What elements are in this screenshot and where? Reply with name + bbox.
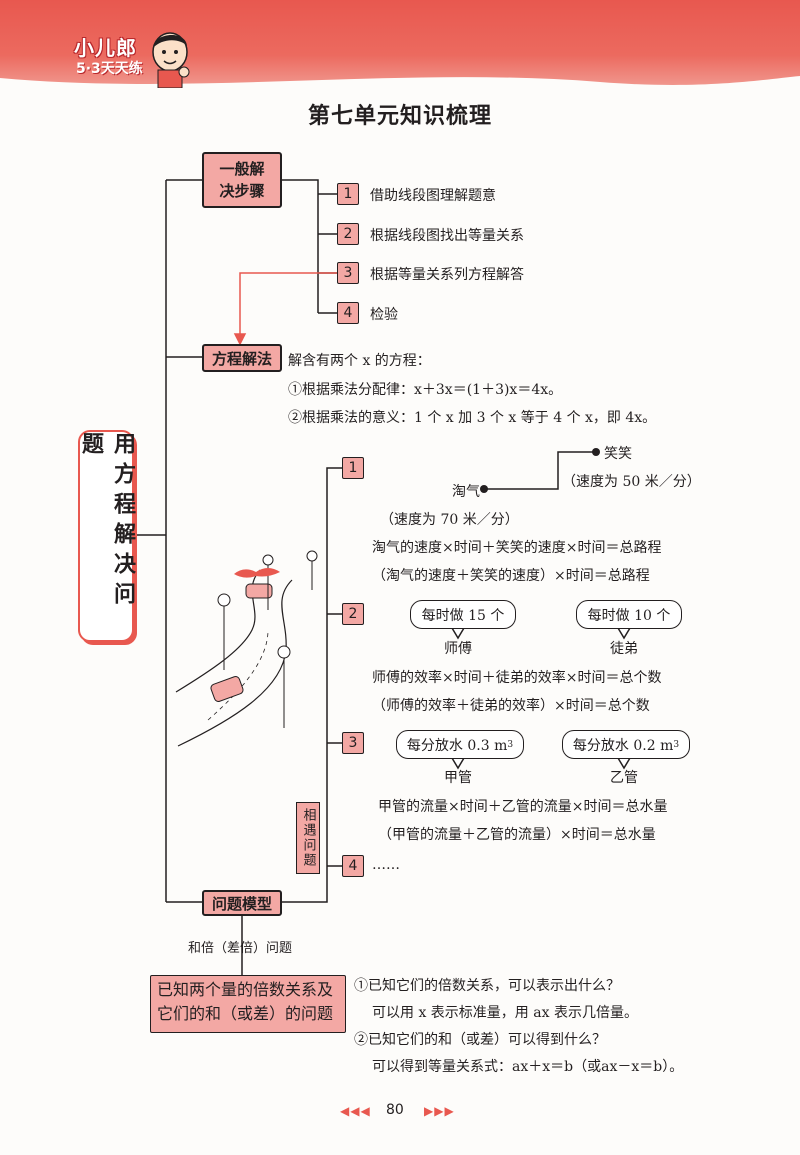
banner-wave	[0, 76, 800, 98]
bubble-master-text: 每时做 15 个	[421, 607, 505, 624]
model-num-2: 2	[342, 603, 364, 625]
model-num-1: 1	[342, 457, 364, 479]
speed-taoqi: （速度为 70 米／分）	[380, 512, 519, 528]
times-problem-label: 和倍（差倍）问题	[188, 941, 293, 956]
method-intro: 解含有两个 x 的方程：	[288, 353, 431, 369]
bubble-pipe-a-text: 每分放水 0.3 m	[406, 737, 508, 754]
models-label: 问题模型	[202, 890, 282, 916]
model-2-eq-2: （师傅的效率＋徒弟的效率）×时间＝总个数	[372, 698, 650, 714]
label-apprentice: 徒弟	[610, 641, 638, 657]
steps-label: 一般解决步骤	[202, 152, 282, 208]
brand-subtitle: 5·3天天练	[76, 61, 143, 77]
model-num-3: 3	[342, 732, 364, 754]
step-text-1: 借助线段图理解题意	[370, 188, 496, 204]
root-topic: 用方程解决问题	[78, 430, 135, 642]
bubble-pipe-b-text: 每分放水 0.2 m	[572, 737, 674, 754]
model-2-eq-1: 师傅的效率×时间＋徒弟的效率×时间＝总个数	[372, 670, 662, 686]
model-num-4: 4	[342, 855, 364, 877]
bubble-apprentice-text: 每时做 10 个	[587, 607, 671, 624]
question-1: ①已知它们的倍数关系，可以表示出什么？	[354, 978, 620, 994]
step-num-1: 1	[337, 183, 359, 205]
unit-exponent-b: 3	[673, 739, 680, 750]
answer-2: 可以得到等量关系式：ax＋x＝b（或ax－x＝b）。	[372, 1059, 684, 1075]
unit-exponent-a: 3	[507, 739, 514, 750]
step-num-2: 2	[337, 223, 359, 245]
method-label: 方程解法	[202, 344, 282, 372]
step-text-4: 检验	[370, 307, 398, 323]
page-number: 80	[386, 1102, 404, 1118]
brand-logo: 小儿郎	[74, 36, 137, 60]
question-2: ②已知它们的和（或差）可以得到什么？	[354, 1032, 606, 1048]
bubble-apprentice-rate: 每时做 10 个	[576, 600, 682, 629]
step-text-2: 根据线段图找出等量关系	[370, 228, 524, 244]
model-3-eq-1: 甲管的流量×时间＋乙管的流量×时间＝总水量	[378, 799, 668, 815]
model-3-eq-2: （甲管的流量＋乙管的流量）×时间＝总水量	[378, 827, 656, 843]
step-text-3: 根据等量关系列方程解答	[370, 267, 524, 283]
method-line-1: ①根据乘法分配律：x＋3x＝(1＋3)x＝4x。	[288, 382, 563, 398]
dot-taoqi	[480, 485, 488, 493]
model-1-eq-2: （淘气的速度＋笑笑的速度）×时间＝总路程	[372, 568, 650, 584]
page-next-arrows-icon: ▶▶▶	[424, 1104, 455, 1118]
times-problem-box: 已知两个量的倍数关系及它们的和（或差）的问题	[150, 975, 346, 1033]
model-4-ellipsis: ……	[372, 857, 400, 873]
bubble-master-rate: 每时做 15 个	[410, 600, 516, 629]
method-line-2: ②根据乘法的意义：1 个 x 加 3 个 x 等于 4 个 x，即 4x。	[288, 410, 657, 426]
meeting-problems-label: 相遇问题	[296, 802, 320, 874]
label-master: 师傅	[444, 641, 472, 657]
page-prev-arrows-icon: ◀◀◀	[340, 1104, 371, 1118]
header-banner	[0, 0, 800, 92]
mascot-boy-icon	[152, 32, 190, 88]
name-taoqi: 淘气	[452, 484, 480, 500]
road-illustration	[175, 550, 318, 747]
answer-1: 可以用 x 表示标准量，用 ax 表示几倍量。	[372, 1005, 638, 1021]
model-1-eq-1: 淘气的速度×时间＋笑笑的速度×时间＝总路程	[372, 540, 662, 556]
step-num-4: 4	[337, 302, 359, 324]
page-title: 第七单元知识梳理	[307, 104, 492, 129]
speed-xiaoxiao: （速度为 50 米／分）	[562, 474, 701, 490]
name-xiaoxiao: 笑笑	[604, 446, 632, 462]
label-pipe-a: 甲管	[444, 770, 472, 786]
label-pipe-b: 乙管	[610, 770, 638, 786]
dot-xiaoxiao	[592, 448, 600, 456]
step-num-3: 3	[337, 262, 359, 284]
